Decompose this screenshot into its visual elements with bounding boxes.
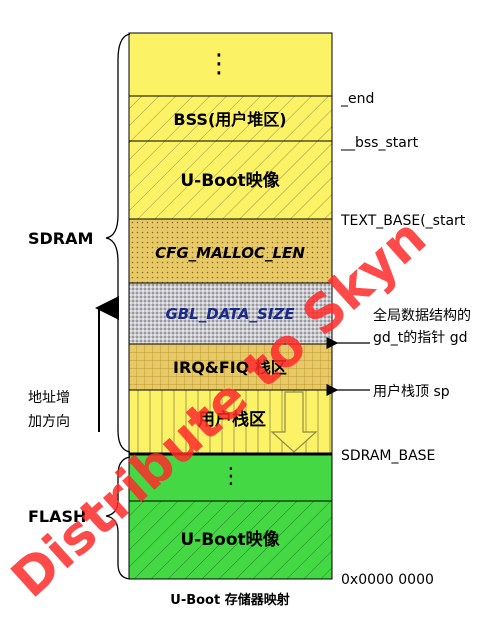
sdram-brace bbox=[105, 33, 131, 453]
global-data-note-line1: 全局数据结构的 bbox=[373, 307, 471, 324]
sdram-label: SDRAM bbox=[28, 229, 93, 248]
irq-fiq-label: IRQ&FIQ 栈区 bbox=[173, 358, 287, 377]
top-dots: ⋮ bbox=[206, 49, 232, 79]
block-gbl-data-size: GBL_DATA_SIZE bbox=[128, 282, 333, 345]
block-uboot-image-sdram: U-Boot映像 bbox=[128, 140, 333, 220]
addr-end: _end bbox=[340, 91, 374, 107]
flash-brace bbox=[105, 456, 131, 580]
stack-top-note: 用户栈顶 sp bbox=[373, 383, 450, 400]
diagram-caption: U-Boot 存储器映射 bbox=[170, 592, 289, 608]
uboot-image-flash-label: U-Boot映像 bbox=[180, 529, 280, 550]
addr-sdram-base: SDRAM_BASE bbox=[341, 448, 435, 464]
addr-zero: 0x0000 0000 bbox=[341, 572, 434, 588]
uboot-image-sdram-label: U-Boot映像 bbox=[180, 170, 280, 191]
block-bss: BSS(用户堆区) bbox=[128, 95, 333, 142]
block-irq-fiq-stack: IRQ&FIQ 栈区 bbox=[128, 343, 333, 391]
global-data-note-line2: gd_t的指针 gd bbox=[373, 330, 468, 346]
bss-label: BSS(用户堆区) bbox=[173, 110, 286, 129]
stack-growth-arrow bbox=[270, 391, 318, 453]
block-user-stack: 用户栈区 bbox=[128, 389, 333, 455]
block-cfg-malloc-len: CFG_MALLOC_LEN bbox=[128, 218, 333, 284]
addr-text-base: TEXT_BASE(_start bbox=[340, 213, 466, 229]
cfg-malloc-len-label: CFG_MALLOC_LEN bbox=[155, 244, 305, 262]
flash-label: FLASH bbox=[28, 507, 86, 526]
address-direction-line1: 地址增 bbox=[28, 390, 70, 406]
user-stack-label: 用户栈区 bbox=[198, 409, 266, 430]
flash-dots: ⋮ bbox=[220, 464, 242, 489]
block-uboot-image-flash: U-Boot映像 bbox=[128, 500, 333, 580]
block-top-free: ⋮ bbox=[128, 32, 333, 97]
block-flash-free: ⋮ bbox=[128, 454, 333, 502]
gbl-data-size-label: GBL_DATA_SIZE bbox=[165, 305, 295, 323]
address-direction-line2: 加方向 bbox=[28, 414, 70, 430]
addr-bss-start: __bss_start bbox=[340, 135, 419, 151]
